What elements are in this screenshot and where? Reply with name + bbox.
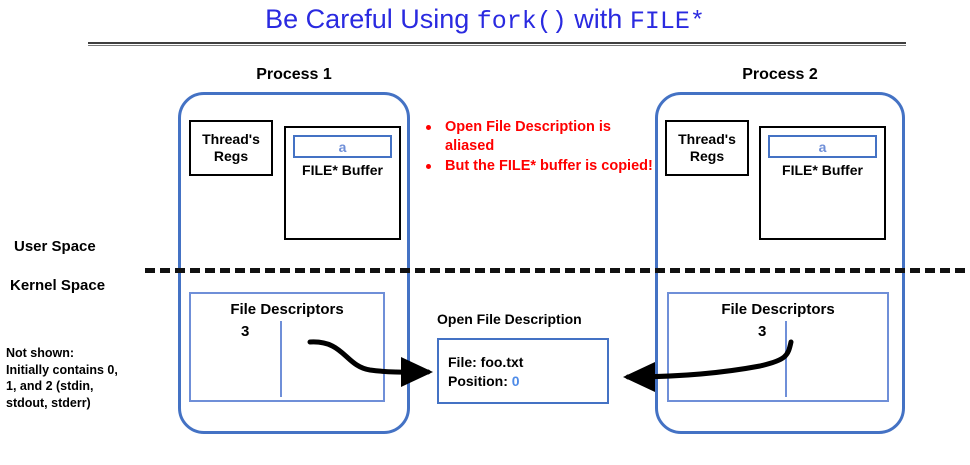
user-space-label: User Space <box>14 238 96 255</box>
bullet-dot-icon <box>426 125 431 130</box>
process-2-file-buffer-box: a FILE* Buffer <box>759 126 886 240</box>
process-2-container <box>655 92 905 434</box>
ofd-position-line: Position: 0 <box>448 373 520 389</box>
process-1-container <box>178 92 410 434</box>
process-1-file-buffer-box: a FILE* Buffer <box>284 126 401 240</box>
process-1-regs-line1: Thread's <box>202 131 260 147</box>
process-1-regs-line2: Regs <box>213 148 249 164</box>
not-shown-line1: Not shown: <box>6 346 75 360</box>
note-item-text: Open File Description is aliased <box>445 119 611 154</box>
not-shown-line2: Initially contains 0, <box>6 362 118 377</box>
process-2-buffer-slot: a <box>768 135 877 158</box>
title-code-fork: fork() <box>476 7 567 36</box>
kernel-space-label: Kernel Space <box>10 277 106 294</box>
process-2-thread-regs-box: Thread's Regs <box>665 120 749 176</box>
process-1-buffer-slot: a <box>293 135 392 158</box>
note-item: Open File Description is aliased <box>424 118 656 156</box>
process-2-fd-title: File Descriptors <box>721 301 835 318</box>
process-1-file-descriptors-box: File Descriptors 3 <box>189 292 385 402</box>
open-file-description-caption: Open File Description <box>437 311 582 327</box>
note-item: But the FILE* buffer is copied! <box>424 157 656 176</box>
note-item-text: But the FILE* buffer is copied! <box>445 158 653 174</box>
not-shown-note: Not shown: Initially contains 0, 1, and … <box>6 345 166 411</box>
process-1-thread-regs-box: Thread's Regs <box>189 120 273 176</box>
process-1-fd-number: 3 <box>241 323 250 340</box>
process-2-regs-line2: Regs <box>689 148 725 164</box>
process-1-fd-title: File Descriptors <box>230 301 344 318</box>
process-2-caption: Process 2 <box>742 66 818 83</box>
title-text-part1: Be Careful Using <box>265 4 477 34</box>
bullet-dot-icon <box>426 164 431 169</box>
page-title: Be Careful Using fork() with FILE* <box>0 4 970 36</box>
process-1-fd-column-divider <box>280 321 282 397</box>
process-1-caption: Process 1 <box>256 66 332 83</box>
annotation-notes-list: Open File Description is aliased But the… <box>424 118 656 177</box>
process-2-buffer-label: FILE* Buffer <box>782 162 863 178</box>
not-shown-line3: 1, and 2 (stdin, <box>6 379 94 393</box>
process-2-file-descriptors-box: File Descriptors 3 <box>667 292 889 402</box>
process-2-fd-column-divider <box>785 321 787 397</box>
ofd-position-label: Position: <box>448 373 512 389</box>
title-text-part2: with <box>566 4 630 34</box>
process-1-buffer-label: FILE* Buffer <box>302 162 383 178</box>
kernel-boundary-divider <box>145 268 965 273</box>
ofd-file-line: File: foo.txt <box>448 354 524 370</box>
process-2-regs-line1: Thread's <box>678 131 736 147</box>
not-shown-line4: stdout, stderr) <box>6 395 91 410</box>
process-2-fd-number: 3 <box>758 323 767 340</box>
ofd-position-value: 0 <box>511 373 520 389</box>
title-underline-rule <box>88 42 906 46</box>
open-file-description-box: File: foo.txt Position: 0 <box>437 338 609 404</box>
title-code-file: FILE* <box>629 7 705 36</box>
